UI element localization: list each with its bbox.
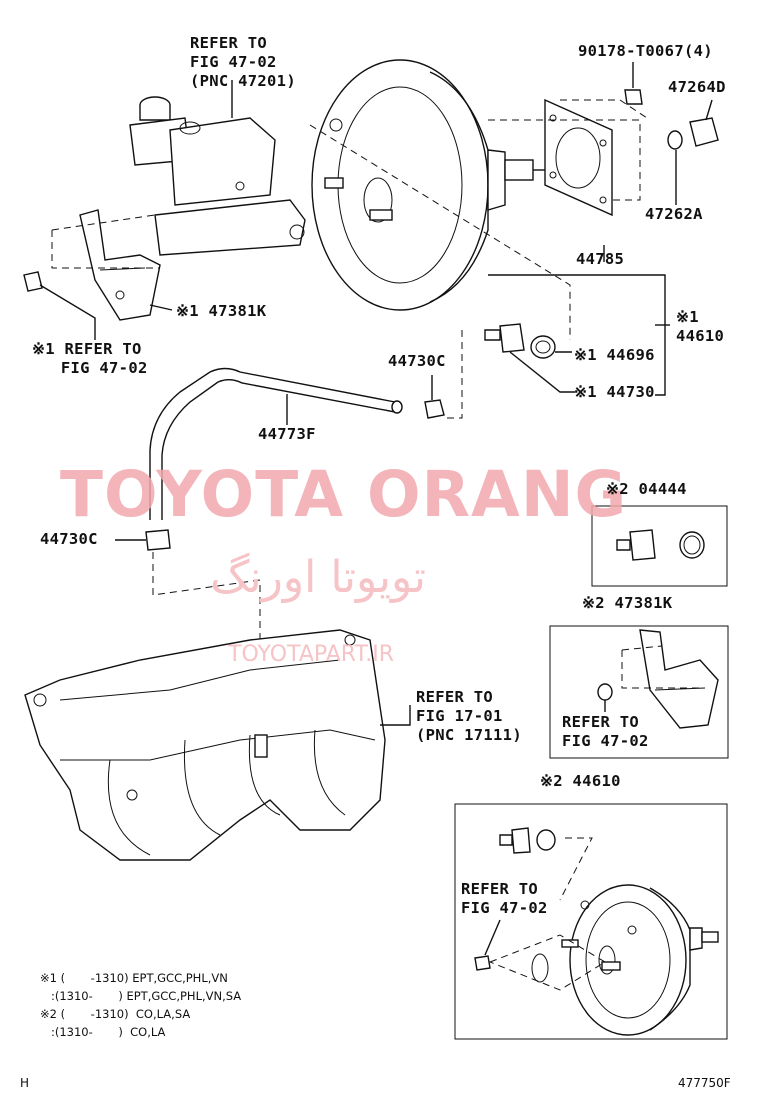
label-44696: ※1 44696 <box>574 346 655 364</box>
label-44610-2: ※2 44610 <box>540 772 621 790</box>
note-line-3: ※2 ( -1310) CO,LA,SA <box>40 1007 191 1021</box>
watermark-url: TOYOTAPART.IR <box>228 642 395 667</box>
vacuum-hose <box>149 367 403 520</box>
box-47381K <box>549 625 729 759</box>
label-47381k-2: ※2 47381K <box>582 594 673 612</box>
label-44785: 44785 <box>576 250 625 268</box>
label-47381k-1: ※1 47381K <box>176 302 267 320</box>
note-line-4: :(1310- ) CO,LA <box>40 1025 166 1039</box>
brake-booster <box>311 59 548 311</box>
label-refer-47201: REFER TO FIG 47-02 (PNC 47201) <box>190 34 296 90</box>
bracket-left <box>23 209 173 340</box>
watermark-brand: TOYOTA ORANG <box>60 458 628 531</box>
note-line-2: :(1310- ) EPT,GCC,PHL,VN,SA <box>40 989 242 1003</box>
check-valve <box>484 274 670 396</box>
label-refer-4702-c: REFER TO FIG 47-02 <box>461 880 548 917</box>
clamp-upper <box>424 330 463 419</box>
label-44773f: 44773F <box>258 425 316 443</box>
label-44730c-upper: 44730C <box>388 352 446 370</box>
watermark-brand-fa: تویوتا اورنگ <box>210 552 426 603</box>
label-44730c-lower: 44730C <box>40 530 98 548</box>
label-refer-4702-b: REFER TO FIG 47-02 <box>562 713 649 750</box>
label-47262a: 47262A <box>645 205 703 223</box>
label-44730: ※1 44730 <box>574 383 655 401</box>
master-cylinder <box>129 80 306 256</box>
label-44610-1: ※1 44610 <box>676 308 725 345</box>
nut-and-clevis <box>603 62 719 262</box>
gasket <box>544 98 613 217</box>
figure-number: 477750F <box>678 1076 731 1090</box>
label-refer-17111: REFER TO FIG 17-01 (PNC 17111) <box>416 688 522 744</box>
label-refer-4702-a: ※1 REFER TO FIG 47-02 <box>32 340 148 377</box>
corner-mark: H <box>20 1076 30 1090</box>
box-04444 <box>591 505 728 587</box>
label-04444: ※2 04444 <box>606 480 687 498</box>
label-90178-t0067: 90178-T0067(4) <box>578 42 713 60</box>
box-44610 <box>454 803 728 1040</box>
intake-manifold <box>24 629 411 861</box>
note-line-1: ※1 ( -1310) EPT,GCC,PHL,VN <box>40 971 228 985</box>
label-47264d: 47264D <box>668 78 726 96</box>
